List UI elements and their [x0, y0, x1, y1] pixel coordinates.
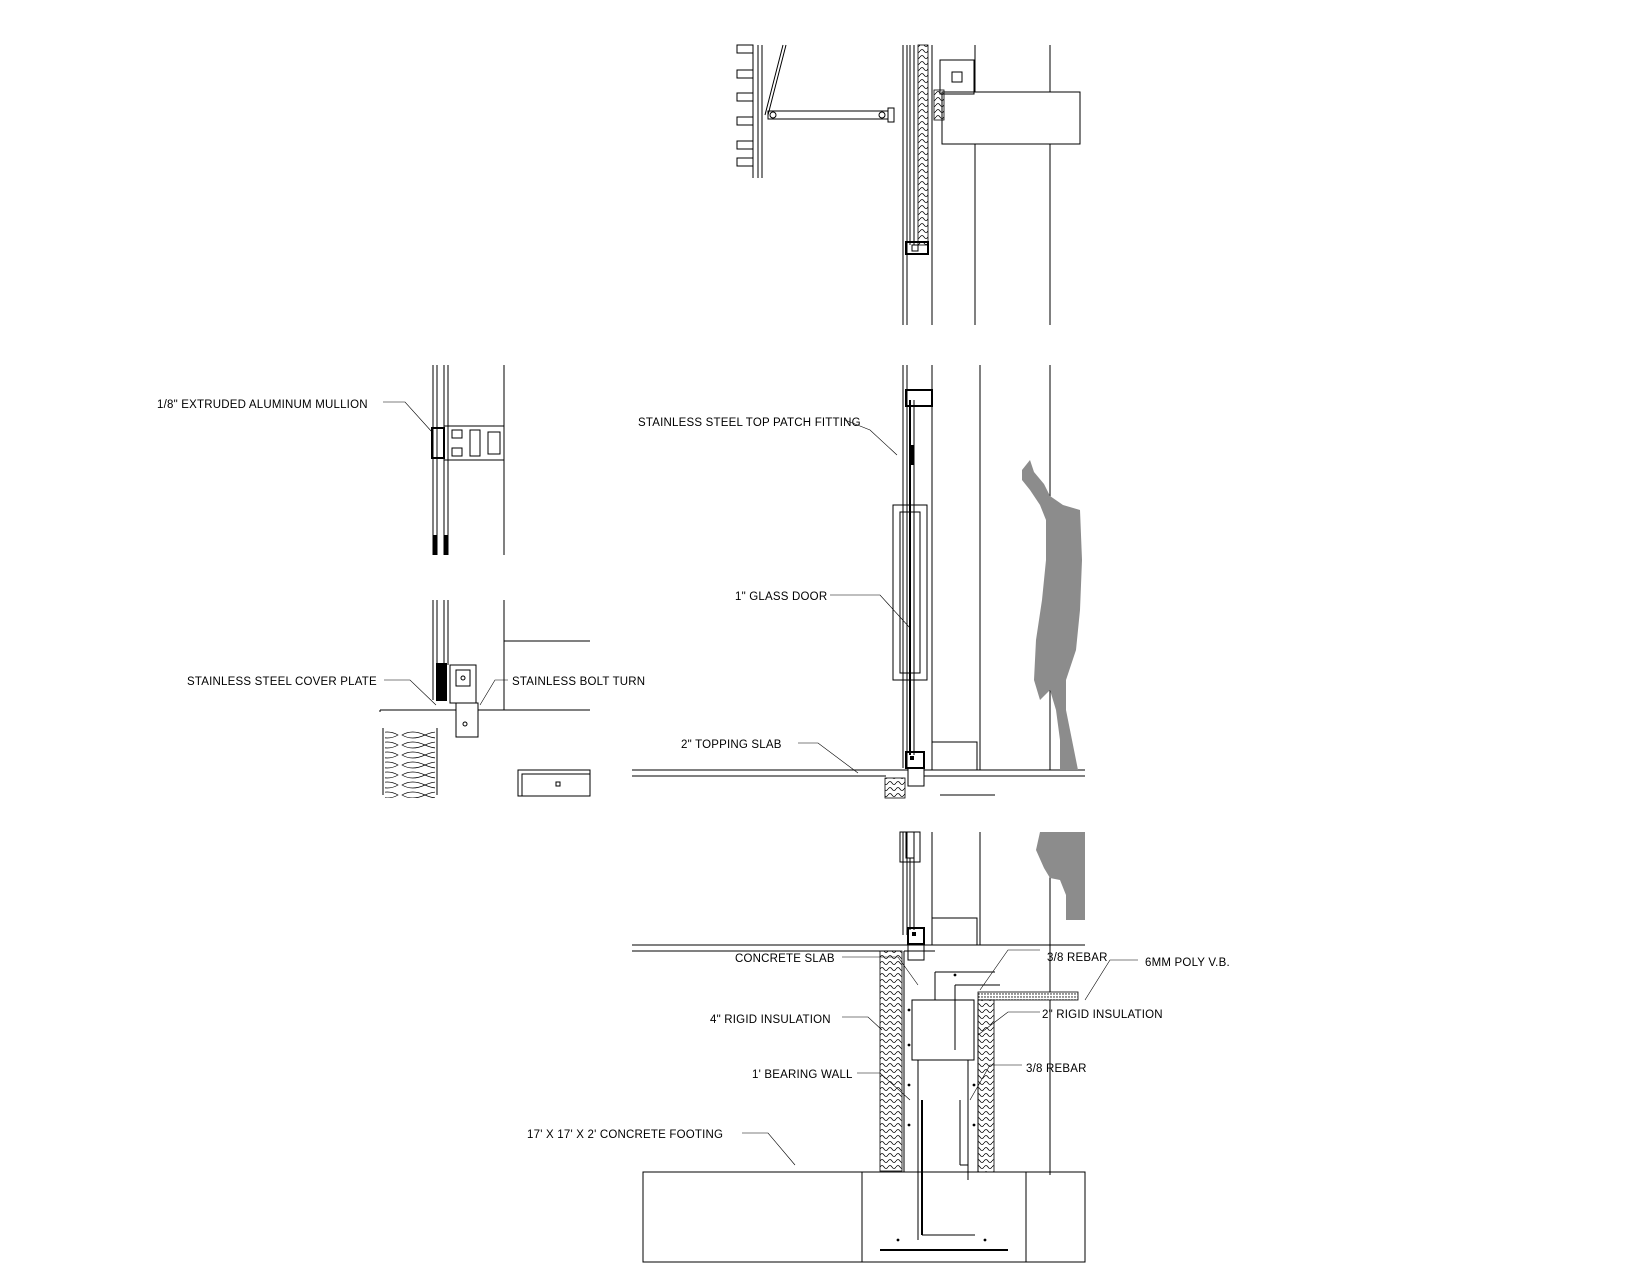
person-silhouette: [1022, 460, 1082, 770]
label-bearing-wall: 1' BEARING WALL: [752, 1069, 853, 1081]
label-rebar-top: 3/8 REBAR: [1047, 952, 1108, 964]
label-cover-plate: STAINLESS STEEL COVER PLATE: [187, 676, 377, 688]
label-concrete-slab: CONCRETE SLAB: [735, 953, 835, 965]
glass-door-section: [632, 365, 1085, 799]
label-bolt-turn: STAINLESS BOLT TURN: [512, 676, 645, 688]
mullion-detail: [431, 365, 505, 555]
label-footing: 17' X 17' X 2' CONCRETE FOOTING: [527, 1129, 723, 1141]
label-rigid-insulation-4: 4" RIGID INSULATION: [710, 1014, 831, 1026]
bottom-pivot-detail: [379, 600, 591, 798]
foundation-section: [632, 831, 1086, 1263]
rebar-dots: [896, 973, 987, 1242]
label-glass-door: 1" GLASS DOOR: [735, 591, 827, 603]
label-rebar-bottom: 3/8 REBAR: [1026, 1063, 1087, 1075]
top-canopy-detail: [736, 44, 1081, 325]
label-topping-slab: 2" TOPPING SLAB: [681, 739, 782, 751]
label-rigid-insulation-2: 2" RIGID INSULATION: [1042, 1009, 1163, 1021]
leader-lines: [383, 401, 1138, 1166]
label-mullion: 1/8" EXTRUDED ALUMINUM MULLION: [157, 399, 368, 411]
label-top-patch-fitting: STAINLESS STEEL TOP PATCH FITTING: [638, 417, 861, 429]
label-poly-vb: 6MM POLY V.B.: [1145, 957, 1230, 969]
louver-fins: [736, 44, 754, 167]
annotation-labels: 1/8" EXTRUDED ALUMINUM MULLION STAINLESS…: [157, 399, 1230, 1141]
